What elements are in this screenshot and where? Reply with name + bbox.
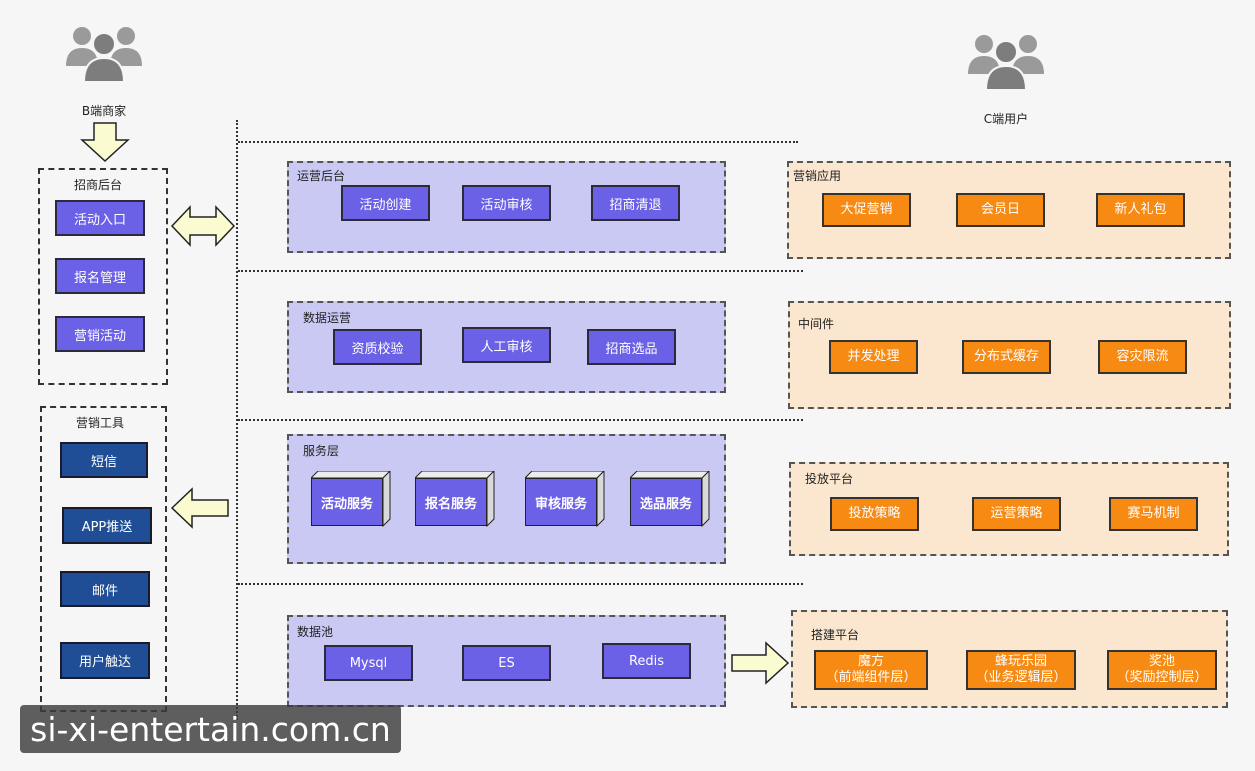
right-arrow-icon	[731, 641, 790, 685]
activity-create-button[interactable]: 活动创建	[341, 185, 430, 221]
user-reach-button[interactable]: 用户触达	[60, 642, 150, 679]
selection-service-cube[interactable]: 选品服务	[630, 471, 710, 527]
mysql-button[interactable]: Mysql	[324, 645, 413, 681]
ops-strategy-button[interactable]: 运营策略	[972, 497, 1061, 531]
manual-review-button[interactable]: 人工审核	[462, 327, 551, 363]
concurrency-button[interactable]: 并发处理	[829, 340, 918, 374]
distributed-cache-button[interactable]: 分布式缓存	[962, 340, 1051, 374]
data-ops-title: 数据运营	[303, 311, 352, 325]
merchant-backend-title: 招商后台	[74, 178, 123, 192]
registration-service-label: 报名服务	[415, 478, 487, 526]
merchant-backend-box: 招商后台	[38, 168, 168, 385]
horizontal-divider-3	[238, 419, 803, 421]
marketing-tools-title: 营销工具	[76, 416, 125, 430]
cube-depth-icon	[415, 471, 495, 527]
mofang-name: 魔方	[857, 654, 884, 669]
c-user-label: C端用户	[983, 112, 1029, 126]
b-merchant-users-icon	[66, 27, 142, 83]
left-arrow-icon	[170, 487, 229, 529]
redis-button[interactable]: Redis	[602, 643, 691, 679]
vertical-divider	[236, 120, 238, 720]
es-button[interactable]: ES	[462, 645, 551, 681]
review-service-cube[interactable]: 审核服务	[525, 471, 605, 527]
merchant-clearance-button[interactable]: 招商清退	[591, 185, 680, 221]
prize-pool-sub: （奖励控制层）	[1116, 670, 1208, 685]
b-merchant-label: B端商家	[81, 104, 127, 118]
horse-race-button[interactable]: 赛马机制	[1109, 497, 1198, 531]
fengwan-sub: （业务逻辑层）	[975, 670, 1067, 685]
service-layer-title: 服务层	[303, 444, 340, 458]
review-service-label: 审核服务	[525, 478, 597, 526]
c-user-users-icon	[968, 35, 1044, 91]
newcomer-gift-button[interactable]: 新人礼包	[1096, 193, 1185, 227]
activity-entry-button[interactable]: 活动入口	[55, 200, 145, 236]
fengwan-name: 蜂玩乐园	[994, 654, 1047, 669]
activity-review-button[interactable]: 活动审核	[462, 185, 551, 221]
marketing-activity-button[interactable]: 营销活动	[55, 316, 145, 352]
activity-service-cube[interactable]: 活动服务	[311, 471, 391, 527]
double-arrow-icon	[170, 205, 236, 247]
data-pool-title: 数据池	[297, 625, 334, 639]
merchant-selection-button[interactable]: 招商选品	[587, 329, 676, 365]
activity-service-label: 活动服务	[311, 478, 383, 526]
prize-pool-button[interactable]: 奖池 （奖励控制层）	[1107, 650, 1217, 690]
selection-service-label: 选品服务	[630, 478, 702, 526]
watermark: si-xi-entertain.com.cn	[20, 705, 401, 753]
marketing-apps-title: 营销应用	[793, 169, 842, 183]
fengwan-button[interactable]: 蜂玩乐园 （业务逻辑层）	[966, 650, 1076, 690]
mofang-sub: （前端组件层）	[825, 670, 917, 685]
build-platform-title: 搭建平台	[811, 628, 860, 642]
ops-backend-title: 运营后台	[297, 169, 346, 183]
registration-management-button[interactable]: 报名管理	[55, 258, 145, 294]
sms-button[interactable]: 短信	[60, 442, 148, 478]
qualification-check-button[interactable]: 资质校验	[333, 329, 422, 365]
cube-depth-icon	[630, 471, 710, 527]
horizontal-divider-1	[238, 141, 798, 143]
mofang-button[interactable]: 魔方 （前端组件层）	[814, 650, 928, 690]
horizontal-divider-4	[238, 583, 803, 585]
delivery-platform-title: 投放平台	[805, 472, 854, 486]
down-arrow-icon	[80, 122, 130, 162]
prize-pool-name: 奖池	[1148, 654, 1175, 669]
registration-service-cube[interactable]: 报名服务	[415, 471, 495, 527]
horizontal-divider-2	[238, 270, 803, 272]
email-button[interactable]: 邮件	[60, 571, 150, 607]
middleware-title: 中间件	[798, 317, 835, 331]
app-push-button[interactable]: APP推送	[62, 507, 152, 544]
member-day-button[interactable]: 会员日	[956, 193, 1045, 227]
disaster-ratelimit-button[interactable]: 容灾限流	[1098, 340, 1187, 374]
big-promo-button[interactable]: 大促营销	[822, 193, 911, 227]
delivery-strategy-button[interactable]: 投放策略	[830, 497, 919, 531]
